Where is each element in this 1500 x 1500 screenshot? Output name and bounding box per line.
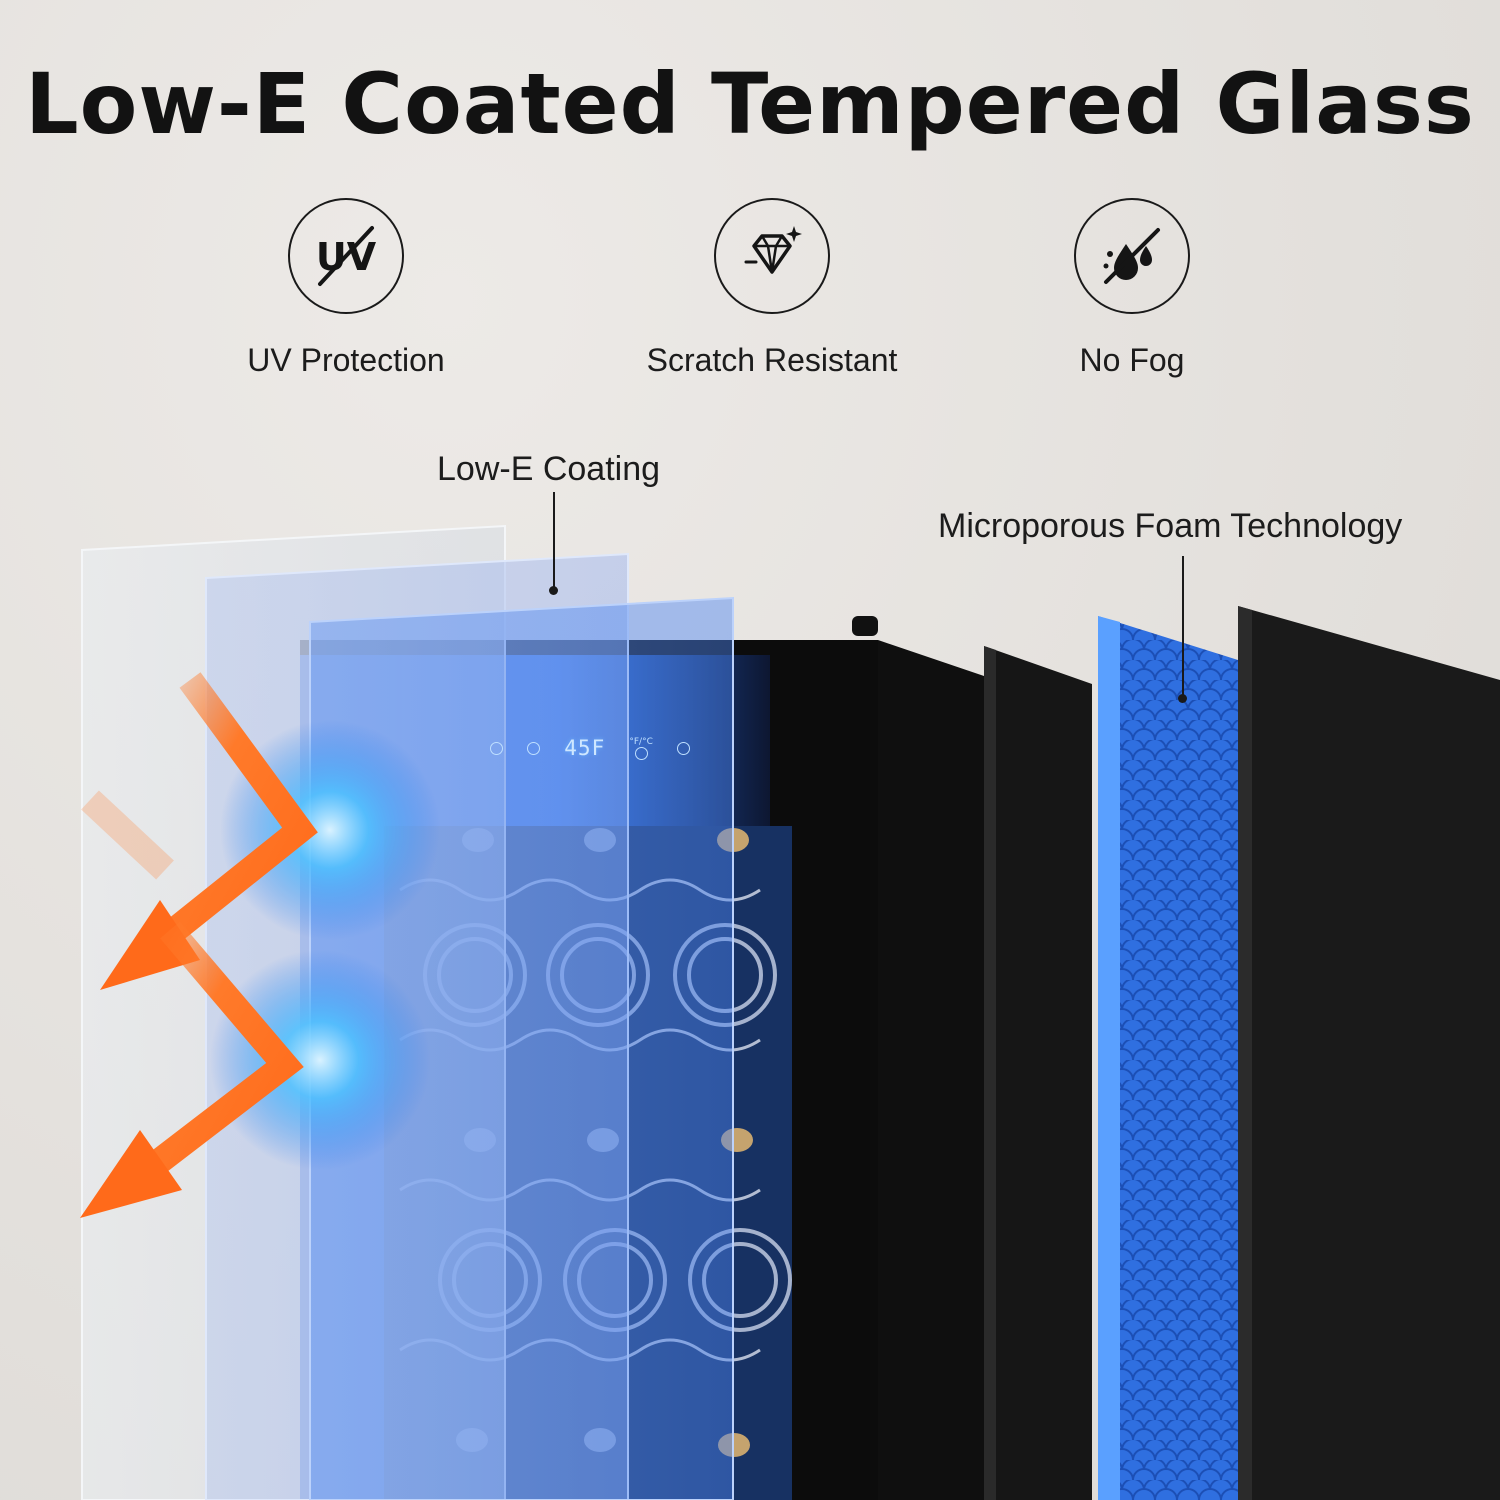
cabinet-side: [878, 640, 984, 1500]
leader-line: [1182, 556, 1184, 696]
outer-panel: [1238, 606, 1500, 1500]
feature-scratch-resistant: Scratch Resistant: [622, 198, 922, 379]
light-button-icon[interactable]: [527, 741, 541, 755]
leader-dot: [549, 586, 558, 595]
glow-reflection-bottom: [210, 950, 430, 1170]
microporous-foam-layer: [1098, 616, 1238, 1500]
heat-arrow-bottom: [81, 790, 304, 1191]
control-panel: 45F °F/°C: [490, 734, 690, 762]
leader-line: [553, 492, 555, 588]
heat-arrowhead-top: [100, 900, 200, 990]
no-fog-icon: [1074, 198, 1190, 314]
feature-label: UV Protection: [247, 342, 445, 378]
callout-low-e-coating: Low-E Coating: [437, 450, 661, 488]
temperature-display: 45F: [564, 736, 606, 760]
uv-crossed-icon: UV: [288, 198, 404, 314]
callout-microporous-foam: Microporous Foam Technology: [938, 507, 1403, 545]
heat-arrow-top: [141, 672, 318, 961]
heat-arrowhead-bottom: [80, 1130, 182, 1218]
leader-dot: [1178, 694, 1187, 703]
unit-switch-label: °F/°C: [629, 736, 653, 747]
feature-label: No Fog: [1079, 342, 1185, 378]
feature-label: Scratch Resistant: [646, 342, 898, 378]
feature-no-fog: No Fog: [982, 198, 1282, 379]
unit-switch[interactable]: °F/°C: [629, 737, 653, 760]
diamond-icon: [714, 198, 830, 314]
power-button-icon[interactable]: [490, 741, 503, 755]
page-title: Low-E Coated Tempered Glass: [25, 55, 1475, 153]
unit-button-icon[interactable]: [634, 746, 648, 760]
feature-uv-protection: UV UV Protection: [196, 198, 496, 379]
settings-button-icon[interactable]: [677, 741, 690, 755]
inner-panel: [984, 646, 1092, 1500]
